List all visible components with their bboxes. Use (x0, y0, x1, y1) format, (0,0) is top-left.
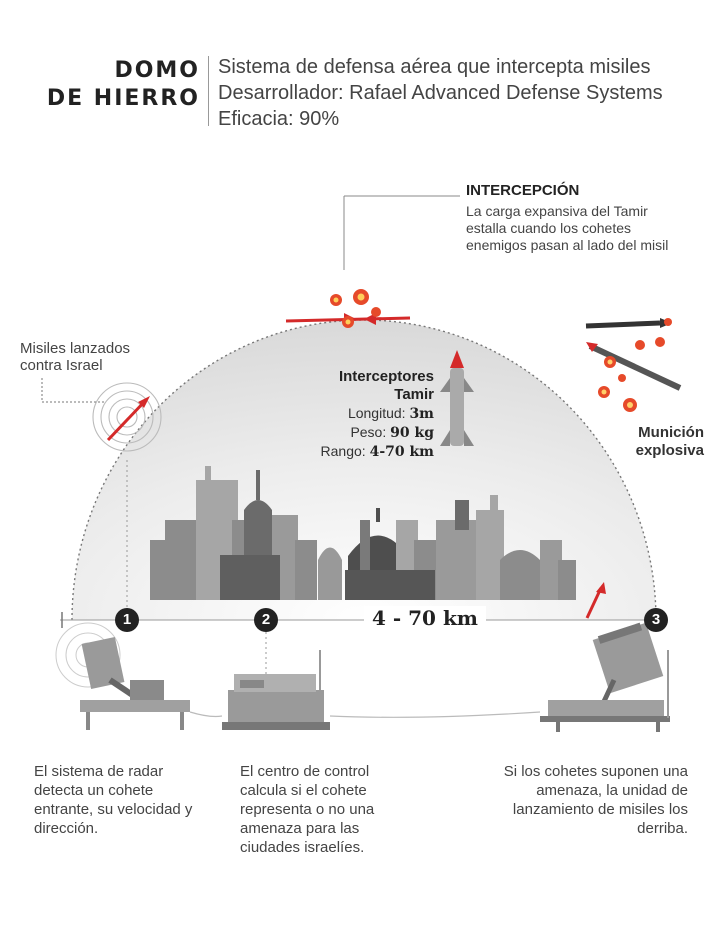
title-line-2: DE HIERRO (46, 86, 200, 111)
step-3-caption: Si los cohetes suponen una amenaza, la u… (503, 763, 688, 837)
munition-line-2: explosiva (635, 442, 704, 459)
step-2-badge: 2 (254, 608, 278, 632)
range-label: 4 - 70 km (364, 606, 486, 630)
munition-line-1: Munición (638, 424, 704, 441)
tamir-missile (440, 350, 474, 446)
header-description: Sistema de defensa aérea que intercepta … (218, 56, 651, 78)
step-1-badge: 1 (115, 608, 139, 632)
title-line-1: DOMO (114, 58, 200, 83)
radar-waves (92, 382, 162, 452)
step-2-caption: El centro de control calcula si el cohet… (240, 763, 375, 856)
munition-illustration (585, 318, 682, 412)
munition-label: Munición explosiva (600, 424, 704, 460)
tamir-spec-weight: Peso: 90 kg (350, 424, 434, 441)
cables (189, 711, 541, 718)
tamir-spec-length: Longitud: 3m (347, 405, 434, 422)
header-efficacy: Eficacia: 90% (218, 108, 340, 130)
missiles-label: Misiles lanzados contra Israel (20, 340, 131, 374)
step-3-badge: 3 (644, 608, 668, 632)
interception-block: INTERCEPCIÓN La carga expansiva del Tami… (466, 182, 686, 254)
missile-launcher (540, 582, 670, 732)
header-developer: Desarrollador: Rafael Advanced Defense S… (218, 82, 663, 104)
tamir-title-line-1: Interceptores (338, 368, 434, 385)
tamir-title-line-2: Tamir (394, 386, 434, 403)
tamir-block: Interceptores Tamir Longitud: 3m Peso: 9… (300, 368, 434, 461)
tamir-spec-range: Rango: 4-70 km (320, 443, 434, 460)
header-info: Sistema de defensa aérea que intercepta … (218, 54, 698, 132)
header-divider (208, 56, 209, 126)
city-skyline (150, 466, 576, 600)
control-center (222, 632, 330, 730)
step-1-caption: El sistema de radar detecta un cohete en… (34, 763, 193, 837)
interception-text: La carga expansiva del Tamir estalla cua… (466, 203, 669, 253)
missile-leader-line (41, 378, 104, 403)
radar-unit (55, 622, 190, 730)
interception-title: INTERCEPCIÓN (466, 182, 580, 199)
incoming-missile-left (106, 398, 148, 442)
